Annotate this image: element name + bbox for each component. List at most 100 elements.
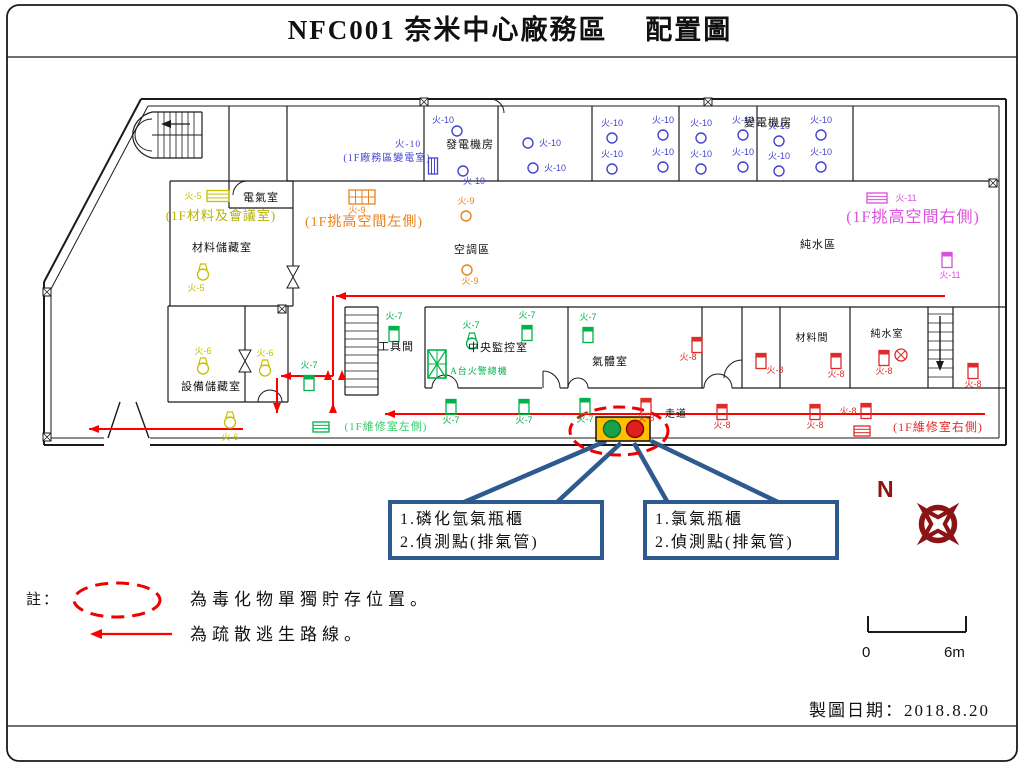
room-label: 材料間 [796,331,829,344]
compass-north-label: N [877,476,894,502]
door-symbol [567,377,589,389]
fire-zone-label: 火-8 [875,366,892,376]
fire-zone-label: 火-8 [806,420,823,430]
fire-ring-icon [695,132,707,144]
door-symbol [238,349,252,373]
wall-marker [42,287,52,297]
fire-ring-icon [606,132,618,144]
hose-cabinet-icon [389,326,399,331]
fire-zone-label: 火-7 [385,311,402,321]
fire-ringx-icon [896,350,906,360]
door-symbol [232,180,248,196]
fire-zone-label: 火-6 [221,432,238,442]
panel-icon [206,189,230,203]
fire-zone-label: 火-7 [515,415,532,425]
page-border [6,4,1018,762]
hose-cabinet-icon [942,252,952,257]
door-symbol [431,374,459,389]
fire-zone-label: 火-7 [576,414,593,424]
hose-cabinet-icon [641,398,651,403]
hose-cabinet-icon [810,404,820,409]
room-label: 發電機房 [446,137,494,151]
fire-zone-label: 火-7 [300,360,317,370]
scale-max-label: 6m [944,644,965,661]
arrow-head [936,361,944,371]
fire-ring-icon [527,162,539,174]
scale-zero-label: 0 [862,644,870,661]
fire-zone-label: 火-10 [732,147,754,157]
room-label: 中央監控室 [468,340,528,354]
fire-ring-icon [461,264,473,276]
hose-cabinet-icon [580,398,590,403]
extinguisher-icon [467,332,477,340]
callout-box [643,500,839,560]
legend-arrow-head [90,629,102,639]
callout-chlorine-cabinet: 1.氯氣瓶櫃 2.偵測點(排氣管) [643,500,839,560]
phosphine-cylinder-marker [602,419,622,439]
legend-note-label: 註： [26,591,60,608]
fire-zone-label: 火-10 [601,118,623,128]
room-label: (1F材料及會議室) [166,208,276,223]
room-label: 材料儲藏室 [192,240,252,254]
extinguisher-icon [198,263,208,271]
page-title: NFC001 奈米中心廠務區 配置圖 [288,14,733,45]
callout-line: 2.偵測點(排氣管) [400,533,539,551]
fire-ring-icon [606,163,618,175]
hose-cabinet-icon [861,403,871,408]
room-label: (1F廠務區變電室) [343,151,430,164]
fire-ring-icon [737,129,749,141]
compass-star-center [928,514,948,534]
hose-cabinet-icon [968,363,978,368]
wall-line [107,401,121,439]
room-label: A台火警總機 [450,365,508,376]
fire-ring-icon [737,161,749,173]
fire-zone-label: 火-8 [839,406,856,416]
hose-cabinet-icon [446,399,456,404]
room-label: 氣體室 [592,354,628,368]
room-label: 工具間 [378,340,414,353]
fire-zone-label: 火-10 [690,118,712,128]
wall-marker [277,304,287,314]
fire-zone-label: 火-5 [184,191,201,201]
hose-cabinet-icon [304,375,314,380]
fire-zone-label: 火-7 [579,312,596,322]
door-symbol [257,389,283,403]
extinguisher-icon [196,362,210,375]
fire-zone-label: 火-6 [194,346,211,356]
fire-zone-label: 火-9 [461,276,478,286]
room-label: 空調區 [454,242,490,256]
fire-zone-label: 火-10 [768,151,790,161]
fire-zone-label: 火-10 [432,115,454,125]
hose-cabinet-icon [831,353,841,358]
fire-ring-icon [657,161,669,173]
fire-ringx-icon [894,348,908,362]
panel-icon [853,425,871,437]
fire-zone-label: 火-7 [442,415,459,425]
wall-marker [42,432,52,442]
fire-ring-icon [815,129,827,141]
door-symbol [703,373,733,389]
room-label: 電氣室 [243,190,279,204]
fire-zone-label: 火-8 [766,365,783,375]
legend: 註： 為毒化物單獨貯存位置。 為疏散逃生路線。 [26,581,427,644]
toxic-storage-dashed-ellipse [568,405,670,457]
fire-zone-label: 火-10 [768,121,790,131]
callout-box [388,500,604,560]
callout-line: 2.偵測點(排氣管) [655,533,794,551]
fire-zone-label: 火-10 [652,115,674,125]
extinguisher-icon [258,364,272,377]
callout-line: 1.磷化氫氣瓶櫃 [400,510,524,528]
fire-zone-label: 火-7 [518,310,535,320]
power-panel-icon [427,157,439,175]
legend-escape-text: 為疏散逃生路線。 [190,625,366,644]
scale-bar: 0 6m [862,616,967,661]
hose-cabinet-icon [756,353,766,358]
door-symbol [723,359,743,379]
extinguisher-icon [223,416,237,429]
room-label: (1F挑高空間左側) [305,213,423,230]
fire-ring-icon [815,161,827,173]
compass-circle [918,504,958,544]
room-label: 火-10 [395,139,421,150]
wall-marker [703,97,713,107]
fire-zone-label: 火-11 [895,193,916,203]
